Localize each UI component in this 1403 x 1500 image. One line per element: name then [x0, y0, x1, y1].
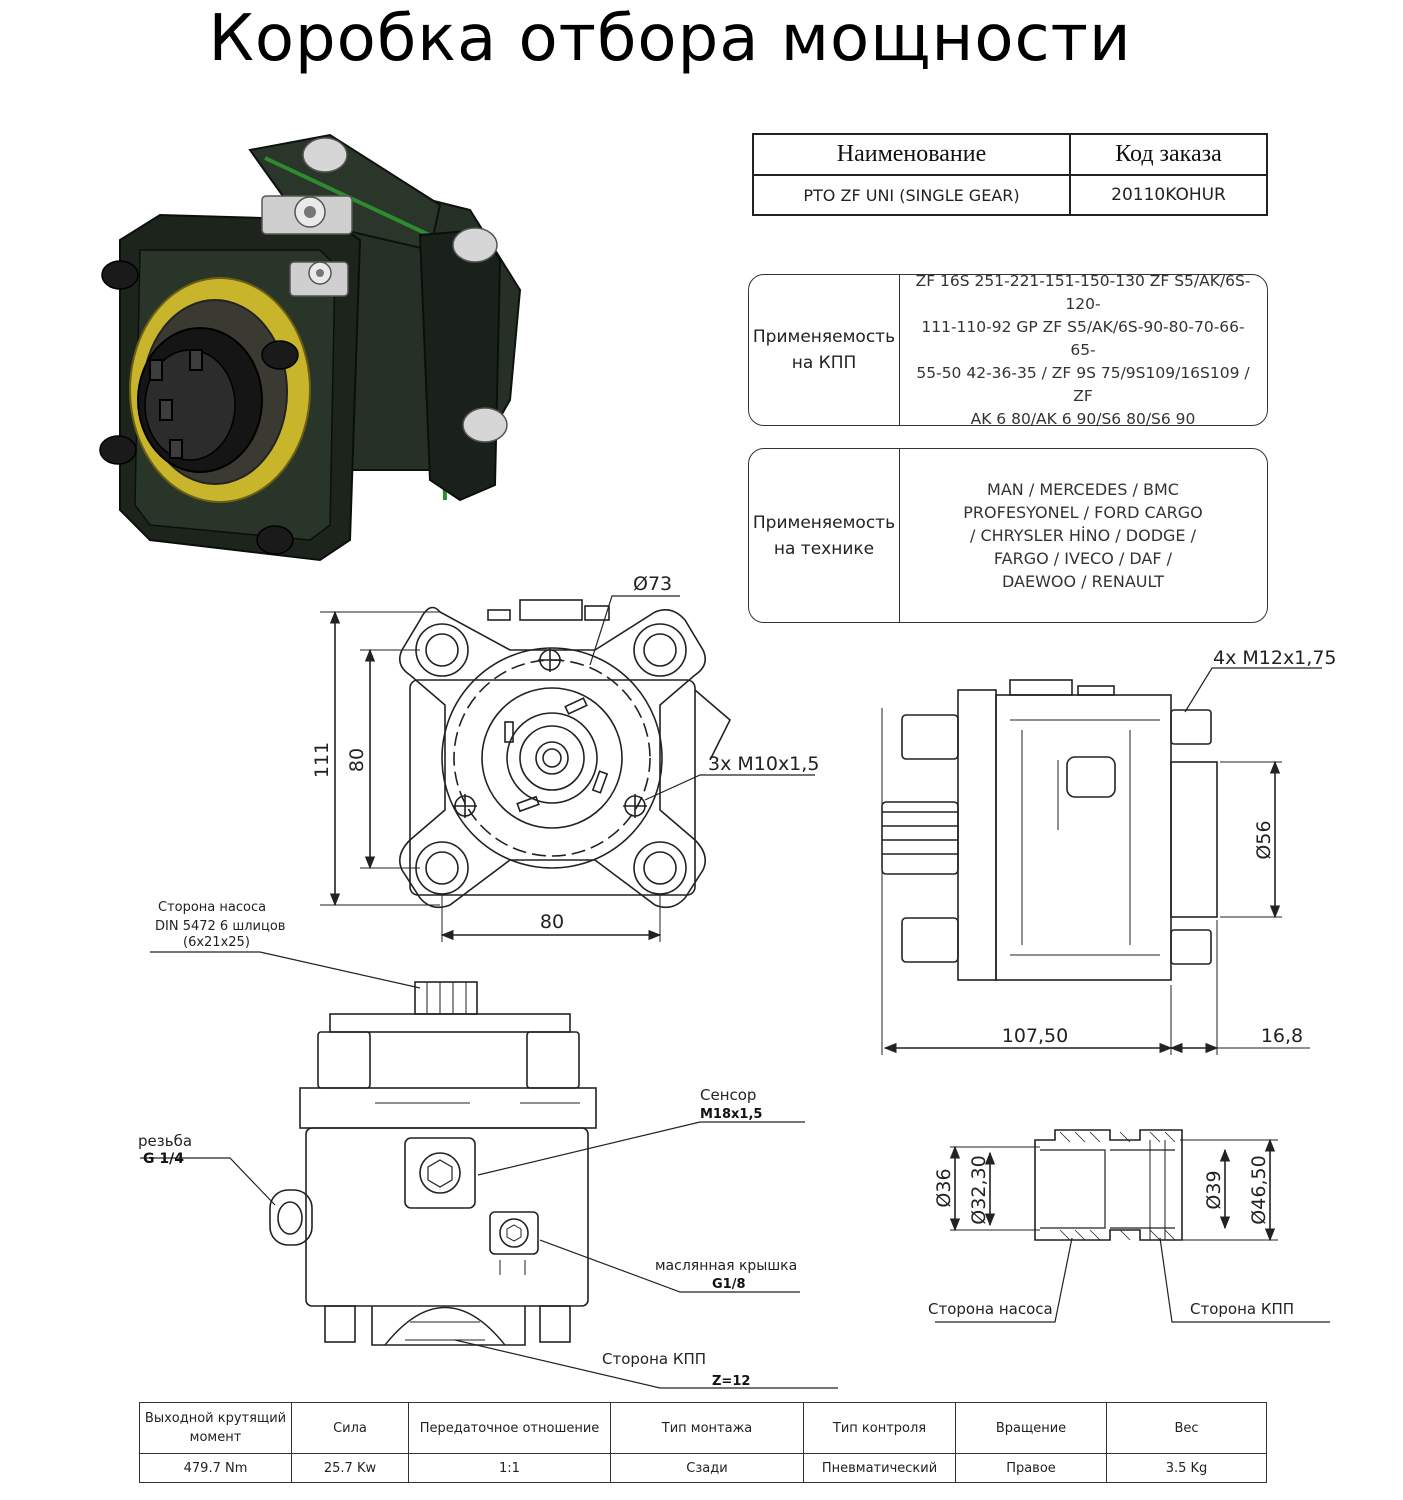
vehicle-line: / CHRYSLER HİNO / DODGE /	[969, 526, 1196, 545]
gearbox-applicability-list: ZF 16S 251-221-151-150-130 ZF S5/AK/6S-1…	[899, 272, 1267, 428]
thread-label: резьба	[138, 1132, 192, 1150]
gearbox-side-label: Сторона КПП	[602, 1350, 706, 1368]
side-len-16-label: 16,8	[1261, 1025, 1303, 1047]
front-bolts-label: 3x M10x1,5	[708, 753, 819, 775]
spec-value-mounting: Сзади	[610, 1453, 804, 1483]
spec-header-torque: Выходной крутящий момент	[139, 1402, 292, 1454]
front-height-80-label: 80	[346, 748, 368, 772]
spec-value-ratio: 1:1	[408, 1453, 611, 1483]
gearbox-applicability-box: Применяемость на КПП ZF 16S 251-221-151-1…	[748, 272, 1268, 428]
front-width-80-label: 80	[540, 911, 564, 933]
vehicle-line: DAEWOO / RENAULT	[1001, 572, 1164, 591]
shaft-dia-32-label: Ø32,30	[968, 1155, 990, 1224]
oil-cap-value: G1/8	[712, 1277, 746, 1292]
shaft-section-drawing	[935, 1129, 1330, 1323]
gearbox-line: AK 6 80/AK 6 90/S6 80/S6 90	[970, 409, 1196, 428]
side-dia-56-label: Ø56	[1253, 820, 1275, 859]
bottom-view-drawing	[140, 951, 838, 1389]
spec-value-rotation: Правое	[955, 1453, 1107, 1483]
vehicle-line: MAN / MERCEDES / BMC	[987, 480, 1179, 499]
thread-value: G 1/4	[143, 1151, 184, 1167]
pump-side-spec: DIN 5472 6 шлицов	[155, 919, 285, 934]
spec-header-rotation: Вращение	[955, 1402, 1107, 1454]
vehicle-applicability-label: Применяемость на технике	[749, 449, 900, 622]
sensor-label: Сенсор	[700, 1086, 756, 1104]
technical-drawing: Ø73 111 80 80 3x M10x1,5 4x M12x1,75 Ø56…	[99, 133, 1337, 1389]
spec-header-power: Сила	[291, 1402, 409, 1454]
spec-header-control: Тип контроля	[803, 1402, 956, 1454]
gearbox-label-line1: Применяемость	[752, 327, 896, 347]
oil-cap-label: масляннaя крышка	[655, 1258, 797, 1274]
front-view-drawing	[320, 595, 815, 942]
order-table-code: 20110KOHUR	[1111, 185, 1226, 205]
spec-table: Выходной крутящий момент Сила Передаточн…	[139, 1402, 1267, 1483]
order-table-name: PTO ZF UNI (SINGLE GEAR)	[754, 176, 1071, 214]
shaft-pump-side-label: Сторона насоса	[928, 1300, 1053, 1318]
side-view-drawing	[881, 667, 1322, 1055]
sensor-value: M18x1,5	[700, 1107, 762, 1122]
vehicle-line: FARGO / IVECO / DAF /	[993, 549, 1173, 568]
order-table: Наименование Код заказа PTO ZF UNI (SING…	[752, 133, 1268, 216]
side-len-107-label: 107,50	[1002, 1025, 1068, 1047]
page-title: Коробка отбора мощности	[208, 2, 1132, 76]
spec-value-power: 25.7 Kw	[291, 1453, 409, 1483]
front-dia-73-label: Ø73	[633, 573, 672, 595]
pump-side-label: Сторона насоса	[158, 900, 266, 915]
product-3d-render	[99, 133, 522, 562]
spec-value-weight: 3.5 Kg	[1106, 1453, 1267, 1483]
vehicle-line: PROFESYONEL / FORD CARGO	[963, 503, 1203, 522]
shaft-dia-46-label: Ø46,50	[1248, 1155, 1270, 1224]
pump-side-size: (6x21x25)	[183, 935, 250, 950]
spec-header-ratio: Передаточное отношение	[408, 1402, 611, 1454]
side-bolts-label: 4x M12x1,75	[1213, 647, 1337, 669]
shaft-gearbox-side-label: Сторона КПП	[1190, 1300, 1294, 1318]
spec-value-torque: 479.7 Nm	[139, 1453, 292, 1483]
gearbox-applicability-label: Применяемость на КПП	[749, 275, 900, 425]
front-height-111-label: 111	[311, 742, 333, 778]
gearbox-line: ZF 16S 251-221-151-150-130 ZF S5/AK/6S-1…	[915, 271, 1251, 313]
shaft-dia-39-label: Ø39	[1203, 1170, 1225, 1209]
shaft-dia-36-label: Ø36	[933, 1168, 955, 1207]
spec-header-mounting: Тип монтажа	[610, 1402, 804, 1454]
order-table-header-name: Наименование	[754, 135, 1071, 176]
spec-value-control: Пневматический	[803, 1453, 956, 1483]
gearbox-side-value: Z=12	[712, 1374, 750, 1389]
vehicle-label-line2: на технике	[773, 538, 875, 559]
gearbox-line: 55-50 42-36-35 / ZF 9S 75/9S109/16S109 /…	[916, 363, 1250, 405]
vehicle-label-line1: Применяемость	[752, 512, 896, 533]
order-table-header-code: Код заказа	[1071, 135, 1266, 176]
gearbox-label-line2: на КПП	[791, 353, 857, 373]
gearbox-line: 111-110-92 GP ZF S5/AK/6S-90-80-70-66-65…	[921, 317, 1245, 359]
vehicle-applicability-list: MAN / MERCEDES / BMC PROFESYONEL / FORD …	[899, 449, 1267, 622]
spec-header-weight: Вес	[1106, 1402, 1267, 1454]
vehicle-applicability-box: Применяемость на технике MAN / MERCEDES /…	[748, 448, 1268, 623]
